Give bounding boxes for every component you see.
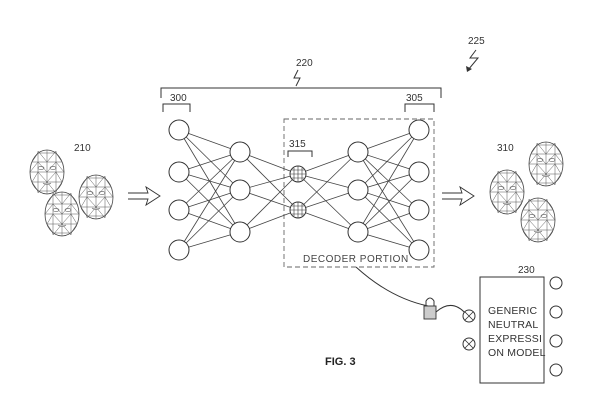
network-edge <box>357 151 420 173</box>
ref-220-label: 220 <box>296 58 313 69</box>
generic-neutral-expression-model-box <box>479 276 545 384</box>
output-node <box>408 119 430 141</box>
ref-210-label: 210 <box>74 143 91 154</box>
output-face-3 <box>520 197 556 243</box>
network-edge <box>297 189 359 211</box>
network-edge <box>239 173 299 233</box>
network-edge <box>357 151 420 251</box>
model-text-line-1: GENERIC <box>488 305 537 317</box>
network-edge <box>178 129 241 191</box>
output-face-mesh-group <box>489 141 564 243</box>
model-text-line-2: NEUTRAL <box>488 319 538 331</box>
input-node <box>168 119 190 141</box>
ref-230-label: 230 <box>518 265 535 276</box>
figure-caption: FIG. 3 <box>325 356 356 368</box>
output-face-1 <box>528 141 564 187</box>
network-edge <box>357 209 420 233</box>
model-output-node-3 <box>549 334 563 348</box>
network-edge <box>357 189 420 211</box>
network-edge <box>297 151 359 211</box>
hidden-2-node <box>347 179 369 201</box>
network-edge <box>357 171 420 233</box>
network-edge <box>297 151 359 175</box>
output-face-2 <box>489 169 525 215</box>
lock-icon <box>423 297 437 320</box>
input-face-mesh-group <box>29 149 114 237</box>
network-edge <box>357 231 420 251</box>
hidden-1-node <box>229 141 251 163</box>
network-edge <box>178 189 241 211</box>
input-face-2 <box>78 174 114 220</box>
ref-225-leader <box>467 49 480 71</box>
network-nodes <box>168 119 430 261</box>
latent-layer-bracket <box>287 150 313 157</box>
hidden-2-node <box>347 141 369 163</box>
network-edge <box>297 209 359 233</box>
network-edge <box>357 189 420 251</box>
hidden-1-node <box>229 179 251 201</box>
input-node <box>168 161 190 183</box>
model-output-node-1 <box>549 276 563 290</box>
hidden-1-node <box>229 221 251 243</box>
network-edge <box>178 189 241 251</box>
ref-220-leader <box>293 69 301 87</box>
input-node <box>168 199 190 221</box>
decoder-to-model-line <box>355 266 429 307</box>
network-edge <box>357 129 420 153</box>
network-edge <box>357 129 420 191</box>
input-node <box>168 239 190 261</box>
output-node <box>408 161 430 183</box>
model-output-node-2 <box>549 305 563 319</box>
network-edge <box>297 173 359 233</box>
model-input-node-2 <box>462 337 476 351</box>
model-text-line-4: ON MODEL <box>488 347 546 359</box>
ref-315-label: 315 <box>289 139 306 150</box>
network-edge <box>178 151 241 211</box>
input-arrow <box>128 185 161 207</box>
output-node <box>408 199 430 221</box>
output-arrow <box>442 185 475 207</box>
autoencoder-bracket <box>160 87 442 98</box>
network-edge <box>178 171 241 233</box>
ref-225-label: 225 <box>468 36 485 47</box>
network-edge <box>357 129 420 233</box>
model-text-line-3: EXPRESSI <box>488 333 542 345</box>
network-edge <box>178 209 241 233</box>
output-node <box>408 239 430 261</box>
latent-node <box>289 165 307 183</box>
input-face-1 <box>29 149 65 195</box>
hidden-2-node <box>347 221 369 243</box>
decoder-portion-box <box>283 118 435 268</box>
output-layer-bracket <box>404 103 435 112</box>
lock-to-model-line <box>435 305 467 315</box>
input-layer-bracket <box>162 103 191 112</box>
network-edge <box>178 231 241 251</box>
ref-305-label: 305 <box>406 93 423 104</box>
network-edge <box>239 151 299 211</box>
input-face-3 <box>44 191 80 237</box>
ref-310-label: 310 <box>497 143 514 154</box>
network-edge <box>178 129 241 153</box>
network-edge <box>178 151 241 173</box>
latent-node <box>289 201 307 219</box>
model-output-node-4 <box>549 363 563 377</box>
model-input-node-1 <box>462 309 476 323</box>
network-edge <box>178 151 241 251</box>
decoder-portion-label: DECODER PORTION <box>303 254 409 265</box>
ref-300-label: 300 <box>170 93 187 104</box>
